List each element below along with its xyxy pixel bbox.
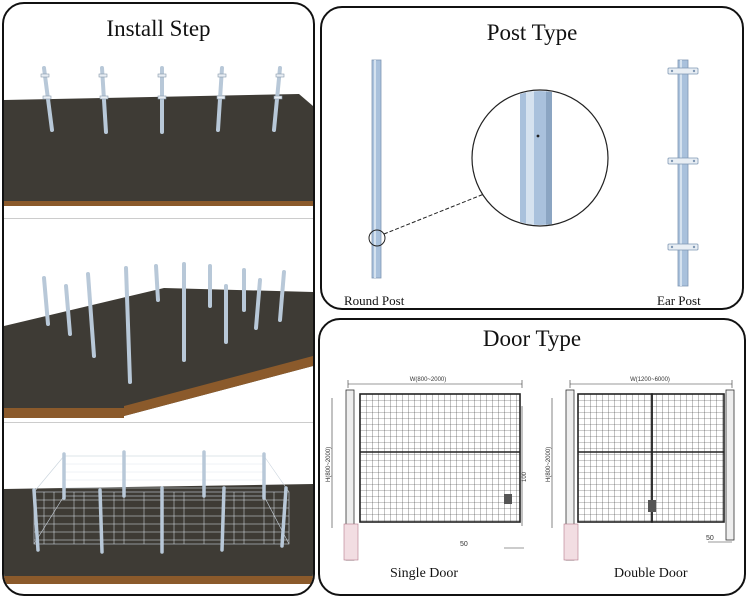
door-type-title: Door Type (482, 326, 582, 351)
single-door-height-dim: H(800~2000) (326, 447, 332, 482)
single-door-width-dim: W(800~2000) (410, 377, 447, 383)
post-type-illustration (368, 59, 699, 287)
install-divider-1 (4, 218, 313, 219)
install-step-3-image (4, 450, 313, 584)
double-door-offset-dim: 50 (706, 535, 714, 542)
round-post-magnified-image (471, 89, 609, 227)
post-type-panel: Post Type (320, 6, 744, 310)
single-door-side-dim: 100 (522, 471, 528, 482)
round-post-label: Round Post (344, 293, 405, 308)
door-type-panel: Door Type 50 W(800~2000) H(800~2000) 100 (318, 318, 746, 596)
install-step-panel: Install Step (2, 2, 315, 596)
ear-post-label: Ear Post (657, 293, 701, 308)
single-door-label: Single Door (390, 566, 459, 581)
post-type-title: Post Type (486, 20, 578, 45)
ear-post-image (667, 59, 699, 287)
install-step-title: Install Step (106, 16, 211, 41)
install-divider-2 (4, 422, 313, 423)
double-door-label: Double Door (614, 566, 688, 581)
double-door-drawing: 50 W(1200~6000) H(800~2000) (546, 377, 735, 561)
double-door-width-dim: W(1200~6000) (630, 377, 670, 383)
single-door-drawing: 50 W(800~2000) H(800~2000) 100 (326, 377, 528, 561)
install-step-2-image (4, 262, 313, 418)
round-post-image (368, 59, 485, 279)
double-door-height-dim: H(800~2000) (546, 447, 552, 482)
install-step-1-image (4, 66, 313, 206)
single-door-offset-dim: 50 (460, 541, 468, 548)
